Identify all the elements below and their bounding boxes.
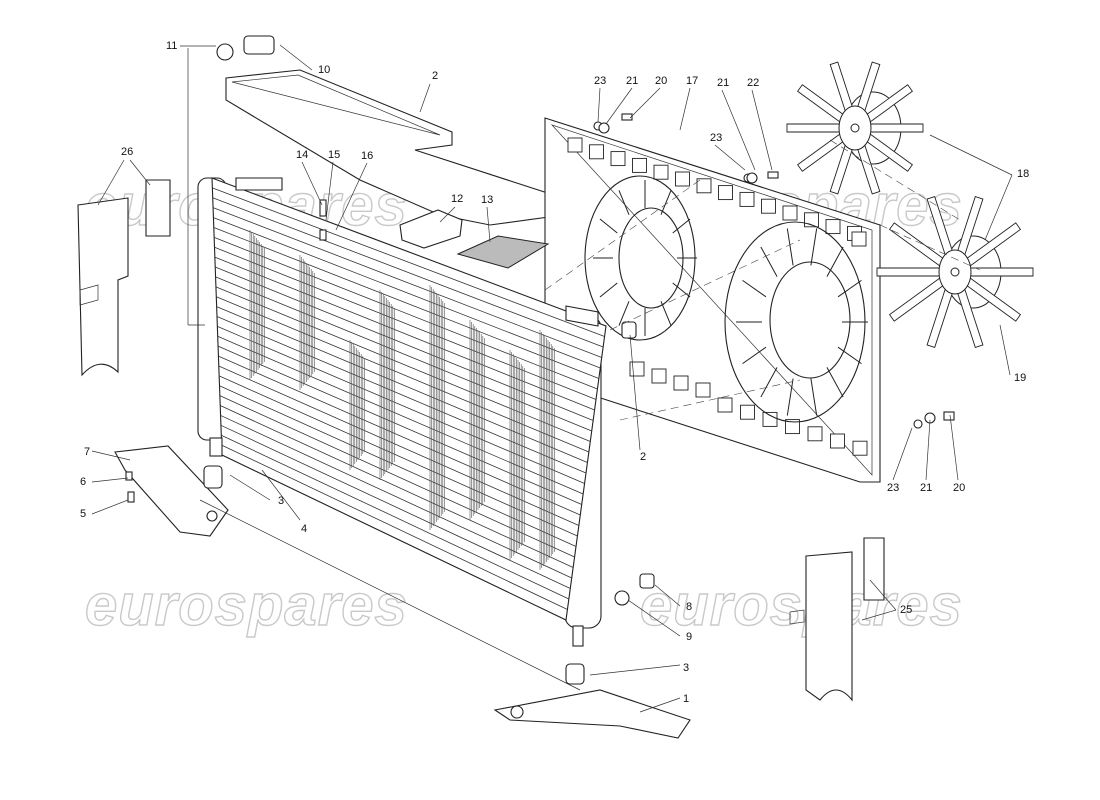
callout-2-top: 2 — [432, 70, 438, 82]
shroud-vent-row-bottom — [629, 361, 868, 456]
bracket-right — [493, 689, 691, 739]
foam-pad-12 — [399, 209, 463, 249]
callout-20-bottom: 20 — [953, 482, 965, 494]
bleed-valve — [621, 321, 637, 339]
leader-lines — [91, 44, 1013, 713]
callout-18: 18 — [1017, 168, 1029, 180]
radiator-fins — [212, 187, 605, 610]
sensor-switch — [216, 35, 275, 61]
callout-14: 14 — [296, 149, 308, 161]
callout-8: 8 — [686, 601, 692, 613]
shroud-fan-ring-left — [584, 175, 697, 341]
bracket-left — [114, 445, 229, 537]
callout-26: 26 — [121, 146, 133, 158]
screws-group — [125, 113, 955, 503]
callout-20-top: 20 — [655, 75, 667, 87]
callout-21-top-a: 21 — [626, 75, 638, 87]
callout-23-top-a: 23 — [594, 75, 606, 87]
shroud-vent-row-top — [567, 137, 867, 247]
callout-15: 15 — [328, 149, 340, 161]
radiator — [197, 177, 607, 647]
callout-5: 5 — [80, 508, 86, 520]
callout-23-bottom: 23 — [887, 482, 899, 494]
callout-21-top-b: 21 — [717, 77, 729, 89]
callout-1: 1 — [683, 693, 689, 705]
callout-19: 19 — [1014, 372, 1026, 384]
side-deflector-left — [77, 179, 171, 377]
callout-13: 13 — [481, 194, 493, 206]
drain-plug — [614, 573, 655, 606]
callout-2-mid: 2 — [640, 451, 646, 463]
callout-12: 12 — [451, 193, 463, 205]
callout-10: 10 — [318, 64, 330, 76]
callout-23-top-b: 23 — [710, 132, 722, 144]
callout-7: 7 — [84, 446, 90, 458]
rubber-mount-lower — [565, 663, 585, 685]
fan-assembly-lower — [876, 196, 1034, 348]
side-deflector-right — [789, 537, 885, 702]
callout-16: 16 — [361, 150, 373, 162]
callout-11: 11 — [166, 40, 177, 52]
rubber-mount-upper — [203, 465, 223, 489]
fan-assembly-upper — [786, 61, 924, 195]
callout-6: 6 — [80, 476, 86, 488]
callout-17: 17 — [686, 75, 698, 87]
callout-3-lower: 3 — [683, 662, 689, 674]
watermark-bottom-left: eurospares — [85, 573, 408, 638]
radiator-core-hatch — [249, 230, 555, 570]
callout-3-upper: 3 — [278, 495, 284, 507]
foam-pad-13 — [456, 235, 550, 269]
shroud-fan-ring-right — [724, 221, 868, 423]
callout-22: 22 — [747, 77, 759, 89]
watermark-bottom-right: eurospares — [640, 573, 963, 638]
mount-rail — [199, 499, 581, 691]
callout-21-bottom: 21 — [920, 482, 932, 494]
callout-4: 4 — [301, 523, 307, 535]
callout-labels: 1 2 2 3 3 4 5 6 7 8 9 10 11 12 13 14 15 … — [80, 40, 1029, 705]
callout-9: 9 — [686, 631, 692, 643]
callout-25: 25 — [900, 604, 912, 616]
